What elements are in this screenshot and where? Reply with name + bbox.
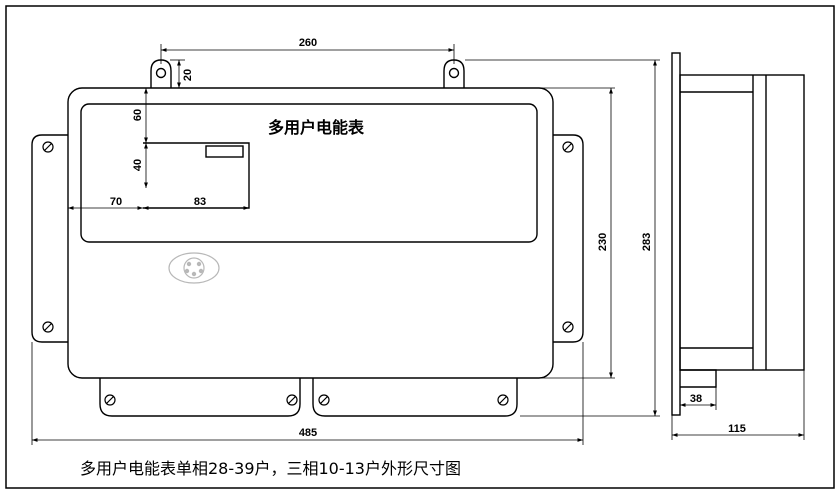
screw-icon bbox=[497, 394, 509, 406]
dim-label-115: 115 bbox=[728, 423, 746, 435]
top-ear-right bbox=[443, 59, 465, 88]
screw-icon bbox=[42, 141, 54, 153]
left-flange bbox=[31, 134, 68, 343]
dim-label-20: 20 bbox=[182, 69, 194, 81]
screws bbox=[42, 141, 574, 406]
bottom-tab-right bbox=[312, 378, 518, 417]
meter-body bbox=[67, 87, 554, 379]
side-bottom-tab bbox=[680, 369, 717, 388]
screw-icon bbox=[286, 394, 298, 406]
top-hole-left bbox=[155, 67, 167, 79]
dim-label-40: 40 bbox=[132, 159, 144, 171]
dim-label-38: 38 bbox=[690, 393, 702, 405]
side-view bbox=[671, 52, 805, 416]
screw-icon bbox=[42, 321, 54, 333]
panel-title: 多用户电能表 bbox=[268, 118, 365, 137]
screw-icon bbox=[562, 141, 574, 153]
side-mount-plate bbox=[671, 52, 681, 416]
dim-label-70: 70 bbox=[110, 196, 122, 208]
screw-icon bbox=[318, 394, 330, 406]
dim-label-83: 83 bbox=[194, 196, 206, 208]
dimension-lines bbox=[32, 48, 804, 442]
side-body bbox=[679, 74, 805, 371]
top-ear-left bbox=[150, 59, 172, 88]
drawing-caption: 多用户电能表单相28-39户，三相10-13户外形尺寸图 bbox=[80, 459, 461, 478]
top-hole-right bbox=[448, 67, 460, 79]
display-window bbox=[80, 103, 538, 243]
dim-label-230: 230 bbox=[597, 233, 609, 251]
dim-label-260: 260 bbox=[299, 37, 317, 49]
dim-label-60: 60 bbox=[132, 109, 144, 121]
cutout-tab bbox=[205, 145, 244, 158]
dim-label-485: 485 bbox=[299, 427, 317, 439]
dim-label-283: 283 bbox=[641, 233, 653, 251]
drawing-frame bbox=[5, 5, 835, 489]
right-flange bbox=[553, 134, 584, 343]
connector-socket-icon bbox=[168, 252, 220, 284]
bottom-tab-left bbox=[99, 378, 301, 417]
screw-icon bbox=[562, 321, 574, 333]
screw-icon bbox=[104, 394, 116, 406]
front-view bbox=[31, 59, 584, 417]
